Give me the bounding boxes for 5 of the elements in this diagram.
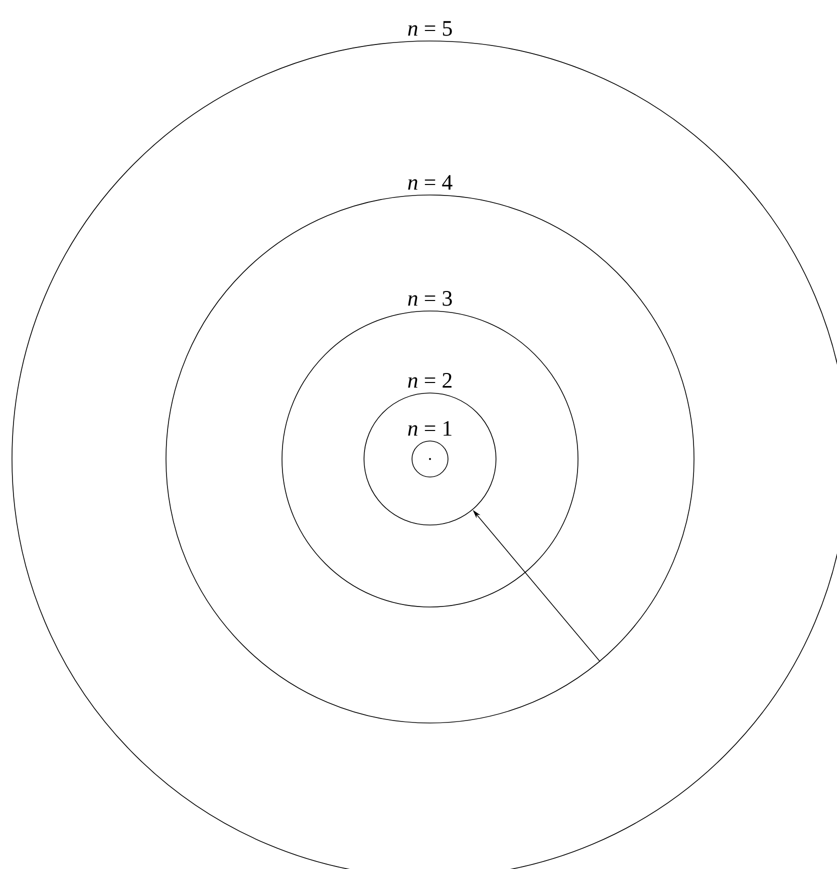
node-label: n = 2: [408, 373, 452, 388]
node-label: n = 1: [408, 421, 452, 436]
node-label: n = 3: [408, 291, 452, 306]
node-label: n = 4: [408, 175, 452, 190]
node-label: n = 5: [408, 21, 452, 36]
